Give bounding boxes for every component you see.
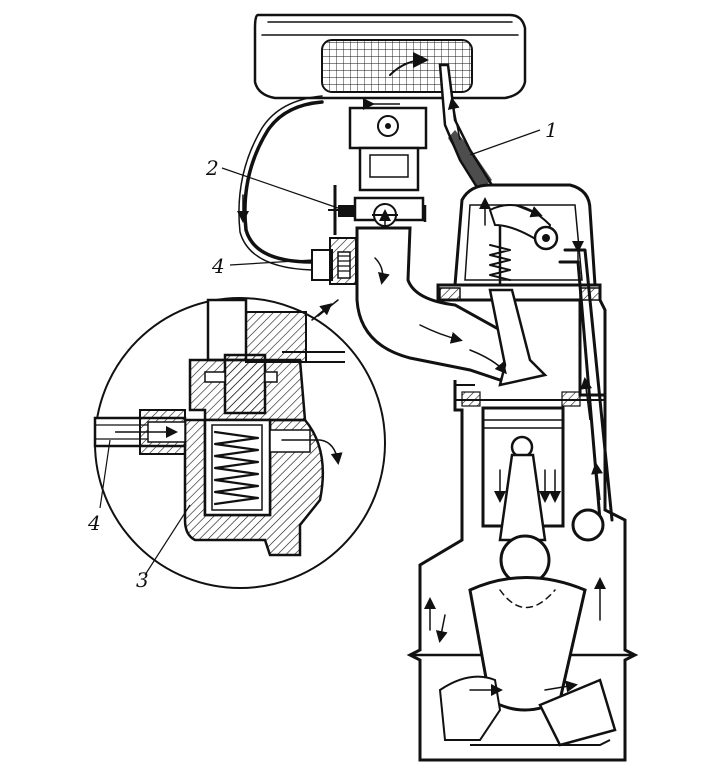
throttle-lever: [328, 185, 427, 235]
filter-element: [321, 39, 473, 93]
oil-sump: [424, 577, 617, 747]
ventilation-hose: [237, 95, 400, 271]
pushrod-channel: [558, 248, 614, 522]
callout-1: 1: [545, 118, 558, 142]
valve-spring: [213, 430, 260, 506]
ventilation-valve: [311, 237, 357, 285]
callout-2: 2: [205, 156, 219, 180]
carburettor: [348, 106, 428, 230]
connecting-rod: [468, 453, 605, 712]
callout-4-lower: 4: [87, 511, 101, 535]
detail-magnifier: [93, 297, 386, 589]
callout-4-upper: 4: [211, 254, 225, 278]
leader-lines: [99, 129, 541, 576]
air-filter: [253, 13, 527, 100]
callout-3: 3: [136, 568, 149, 592]
valve-cover: [453, 183, 597, 290]
